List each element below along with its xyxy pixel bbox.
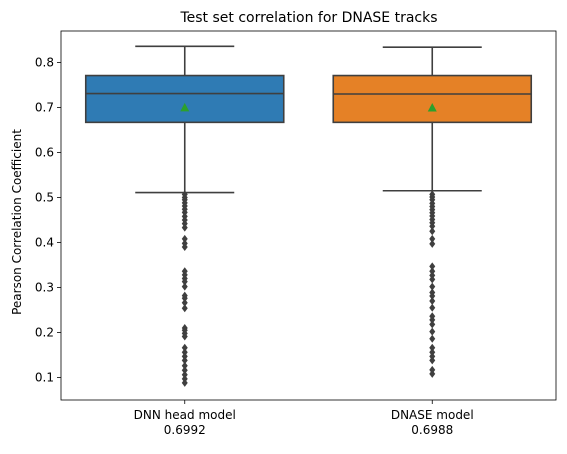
outlier-point: [181, 294, 188, 303]
outlier-point: [429, 327, 436, 336]
x-tick-value-label: 0.6988: [411, 423, 453, 437]
outlier-point: [429, 292, 436, 301]
outlier-point: [181, 223, 188, 232]
outlier-point: [429, 365, 436, 374]
outlier-point: [429, 320, 436, 329]
outlier-point: [181, 352, 188, 361]
outlier-point: [429, 271, 436, 280]
y-axis-label: Pearson Correlation Coefficient: [10, 129, 24, 315]
outlier-point: [429, 267, 436, 276]
outlier-point: [429, 303, 436, 312]
y-tick-label: 0.3: [35, 281, 54, 295]
mean-marker: [180, 102, 190, 112]
outlier-point: [181, 378, 188, 387]
axes-frame: [60, 30, 557, 401]
outlier-point: [181, 234, 188, 243]
x-tick-label: DNASE model: [391, 408, 474, 422]
outlier-point: [181, 208, 188, 217]
outlier-point: [181, 282, 188, 291]
outlier-point: [181, 356, 188, 365]
outlier-point: [429, 356, 436, 365]
y-tick-label: 0.1: [35, 371, 54, 385]
outlier-point: [181, 348, 188, 357]
y-tick-label: 0.8: [35, 56, 54, 70]
outlier-point: [181, 243, 188, 251]
outlier-point: [181, 370, 188, 379]
box-group: [332, 46, 533, 378]
box-group: [84, 45, 285, 387]
y-tick-label: 0.2: [35, 326, 54, 340]
outlier-point: [429, 334, 436, 343]
outlier-point: [429, 282, 436, 291]
outlier-point: [429, 227, 436, 236]
outlier-point: [181, 219, 188, 228]
y-tick-label: 0.7: [35, 101, 54, 115]
outlier-point: [429, 343, 436, 352]
outlier-point: [429, 352, 436, 361]
y-tick-label: 0.4: [35, 236, 54, 250]
outlier-point: [429, 222, 436, 231]
outlier-point: [429, 315, 436, 324]
outlier-point: [181, 374, 188, 383]
outlier-point: [181, 361, 188, 370]
outlier-point: [429, 275, 436, 284]
y-tick-label: 0.6: [35, 146, 54, 160]
outlier-point: [429, 348, 436, 357]
outlier-point: [181, 304, 188, 313]
outlier-point: [429, 369, 436, 378]
x-tick-value-label: 0.6992: [164, 423, 206, 437]
outlier-point: [429, 262, 436, 271]
y-tick-label: 0.5: [35, 191, 54, 205]
outlier-point: [429, 297, 436, 305]
outlier-point: [181, 298, 188, 307]
outlier-point: [181, 277, 188, 286]
box-iqr: [84, 74, 285, 124]
outlier-point: [429, 239, 436, 248]
outlier-point: [429, 234, 436, 243]
outlier-point: [181, 343, 188, 352]
x-tick-label: DNN head model: [134, 408, 236, 422]
outlier-point: [181, 332, 188, 341]
box-iqr: [332, 74, 533, 124]
outlier-point: [181, 366, 188, 375]
mean-marker: [427, 103, 437, 112]
chart-title: Test set correlation for DNASE tracks: [179, 10, 437, 26]
